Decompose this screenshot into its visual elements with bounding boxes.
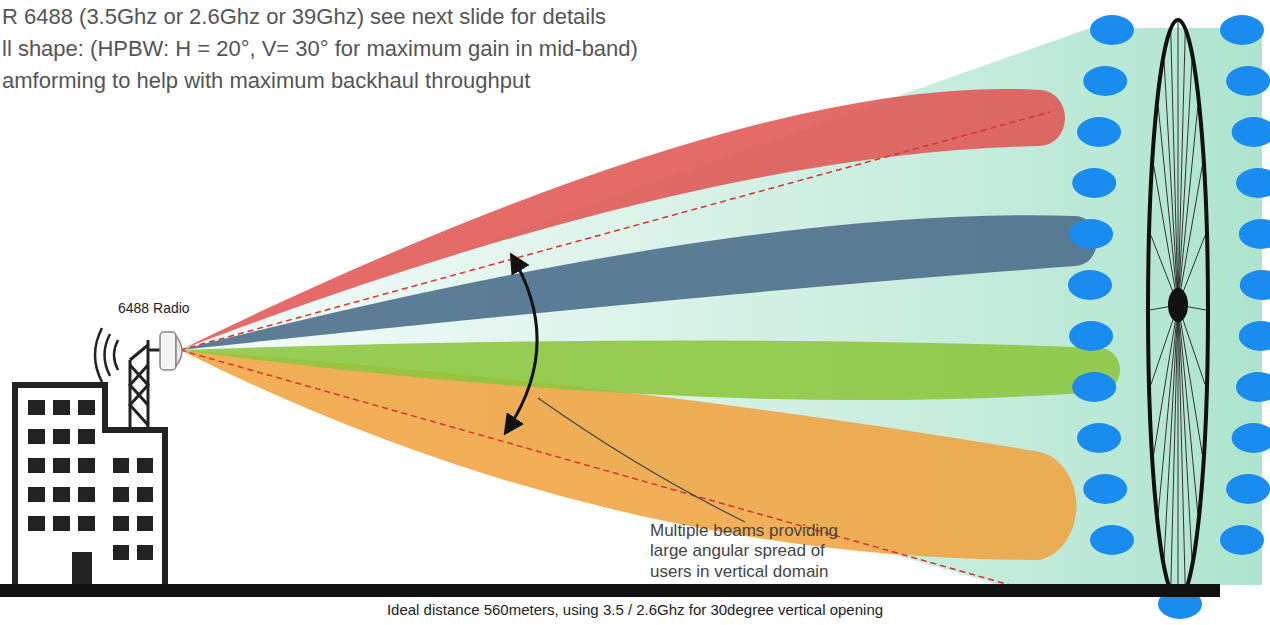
gondola: [1236, 372, 1270, 402]
window: [113, 458, 129, 473]
window: [28, 400, 45, 415]
building-windows: [28, 400, 153, 560]
gondola: [1090, 15, 1134, 45]
gondola: [1090, 525, 1134, 555]
heading-line: ll shape: (HPBW: H = 20°, V= 30° for max…: [2, 36, 638, 62]
window: [78, 487, 95, 502]
window: [53, 429, 70, 444]
gondola: [1226, 474, 1270, 504]
window: [28, 458, 45, 473]
gondola: [1077, 117, 1121, 147]
window: [137, 458, 153, 473]
window: [28, 487, 45, 502]
caption-note: Ideal distance 560meters, using 3.5 / 2.…: [387, 601, 883, 619]
gondola: [1220, 525, 1264, 555]
gondola: [1083, 474, 1127, 504]
spoke: [1164, 61, 1178, 305]
gondola: [1232, 423, 1270, 453]
beam-green: [180, 340, 1120, 400]
gondola: [1232, 117, 1270, 147]
gondola: [1240, 270, 1270, 300]
signal-waves: [95, 328, 118, 382]
spoke: [1178, 22, 1179, 305]
window: [78, 458, 95, 473]
window: [53, 458, 70, 473]
ground-bar: [0, 584, 1220, 597]
gondola: [1072, 168, 1116, 198]
building-door: [72, 552, 92, 588]
spoke: [1154, 305, 1178, 454]
window: [78, 429, 95, 444]
gondola: [1226, 66, 1270, 96]
beam-blue: [180, 215, 1097, 350]
dashed-boundary: [180, 350, 1010, 585]
gondola: [1068, 270, 1112, 300]
spoke: [1178, 305, 1185, 588]
window: [78, 400, 95, 415]
window: [53, 487, 70, 502]
leader-line: [538, 398, 745, 522]
gondola: [1077, 423, 1121, 453]
window: [28, 516, 45, 531]
window: [137, 545, 153, 560]
ferris-wheel-rim: [1148, 20, 1208, 600]
window: [28, 429, 45, 444]
gondola: [1236, 168, 1270, 198]
gondola: [1083, 66, 1127, 96]
window: [113, 516, 129, 531]
gondola: [1069, 219, 1113, 249]
gondola: [1069, 321, 1113, 351]
gondola: [1072, 372, 1116, 402]
spoke: [1178, 305, 1179, 598]
window: [113, 487, 129, 502]
wheel-hub: [1168, 288, 1188, 322]
angle-arrow: [506, 256, 537, 432]
gondolas: [1068, 15, 1270, 619]
radio-unit: [160, 332, 182, 370]
spoke: [1178, 305, 1192, 559]
building: [15, 385, 165, 590]
heading-line: amforming to help with maximum backhaul …: [2, 68, 530, 94]
gondola: [1239, 321, 1270, 351]
spoke: [1178, 166, 1202, 305]
radio-label: 6488 Radio: [118, 300, 190, 317]
coverage-fan: [180, 28, 1262, 585]
gondola: [1239, 219, 1270, 249]
window: [78, 516, 95, 531]
callout-note: Multiple beams providing large angular s…: [650, 521, 865, 582]
window: [53, 400, 70, 415]
spoke: [1171, 32, 1178, 305]
window: [113, 545, 129, 560]
window: [137, 487, 153, 502]
gondola: [1220, 15, 1264, 45]
beam-red: [180, 89, 1065, 350]
dashed-boundary: [180, 112, 1050, 350]
window: [53, 516, 70, 531]
heading-line: R 6488 (3.5Ghz or 2.6Ghz or 39Ghz) see n…: [2, 4, 606, 30]
window: [137, 516, 153, 531]
